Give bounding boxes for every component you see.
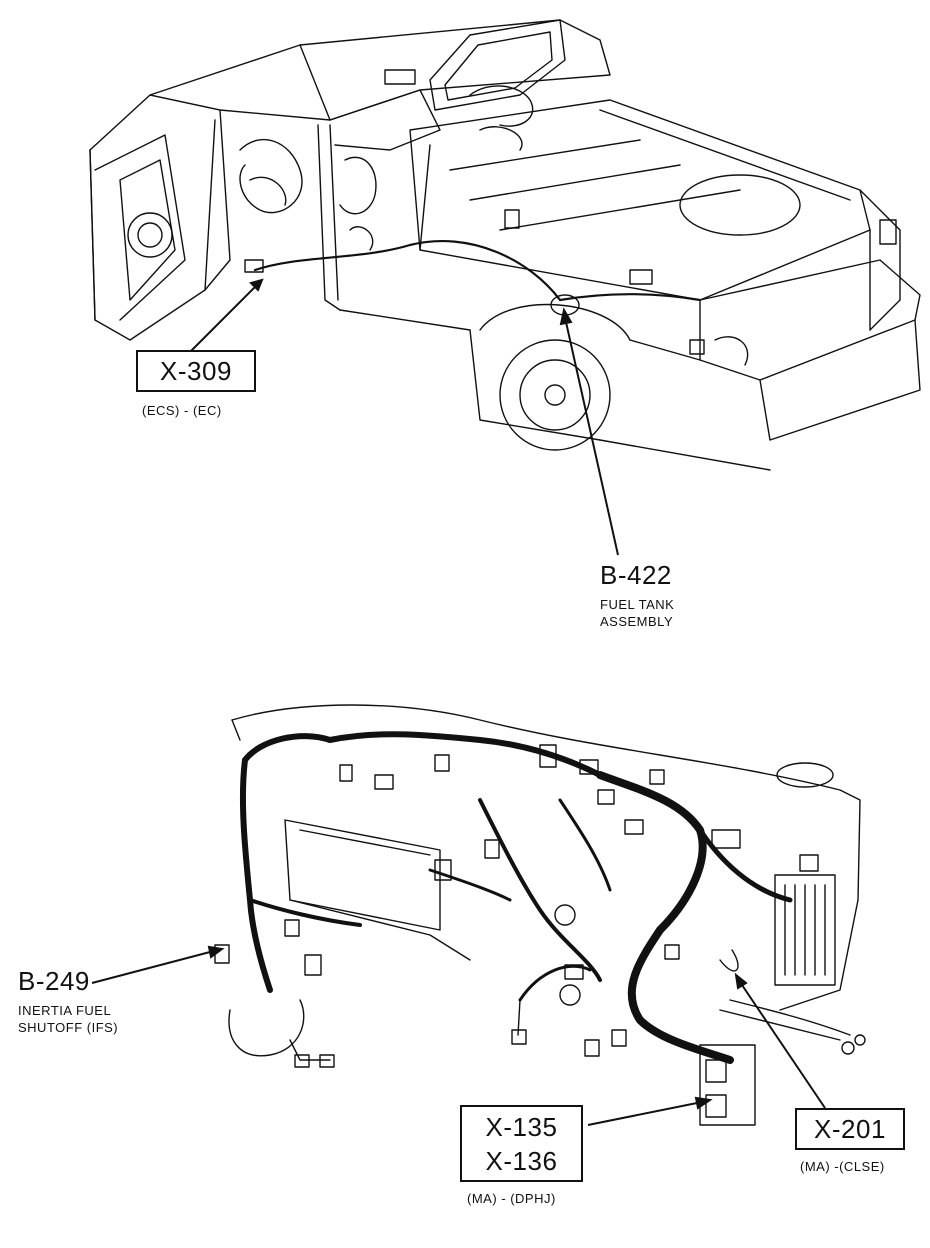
callout-code-x136: X-136: [485, 1145, 558, 1176]
truck-illustration: [89, 19, 921, 471]
callout-box-x201: X-201: [795, 1108, 905, 1150]
callout-desc-b422-line1: FUEL TANK: [600, 597, 675, 612]
callout-note-x309: (ECS) - (EC): [142, 403, 222, 418]
callout-code-x201: X-201: [814, 1114, 886, 1144]
callout-code-b249: B-249: [18, 966, 90, 996]
callout-box-x135-x136: X-135 X-136: [460, 1105, 583, 1182]
callout-code-x135: X-135: [485, 1111, 558, 1142]
callout-desc-b422-line2: ASSEMBLY: [600, 614, 674, 629]
leader-lines: [91, 278, 826, 1126]
callout-desc-b249-line2: SHUTOFF (IFS): [18, 1020, 119, 1035]
callout-box-x309: X-309: [136, 350, 256, 392]
callout-code-b422: B-422: [600, 560, 672, 590]
callout-note-x135: (MA) - (DPHJ): [467, 1191, 556, 1206]
callout-desc-b249: INERTIA FUEL SHUTOFF (IFS): [18, 1002, 118, 1036]
callout-note-x201: (MA) -(CLSE): [800, 1159, 885, 1174]
instrument-panel-illustration: [214, 704, 866, 1126]
callout-desc-b249-line1: INERTIA FUEL: [18, 1003, 112, 1018]
callout-code-x309: X-309: [160, 356, 232, 386]
callout-desc-b422: FUEL TANK ASSEMBLY: [600, 596, 674, 630]
